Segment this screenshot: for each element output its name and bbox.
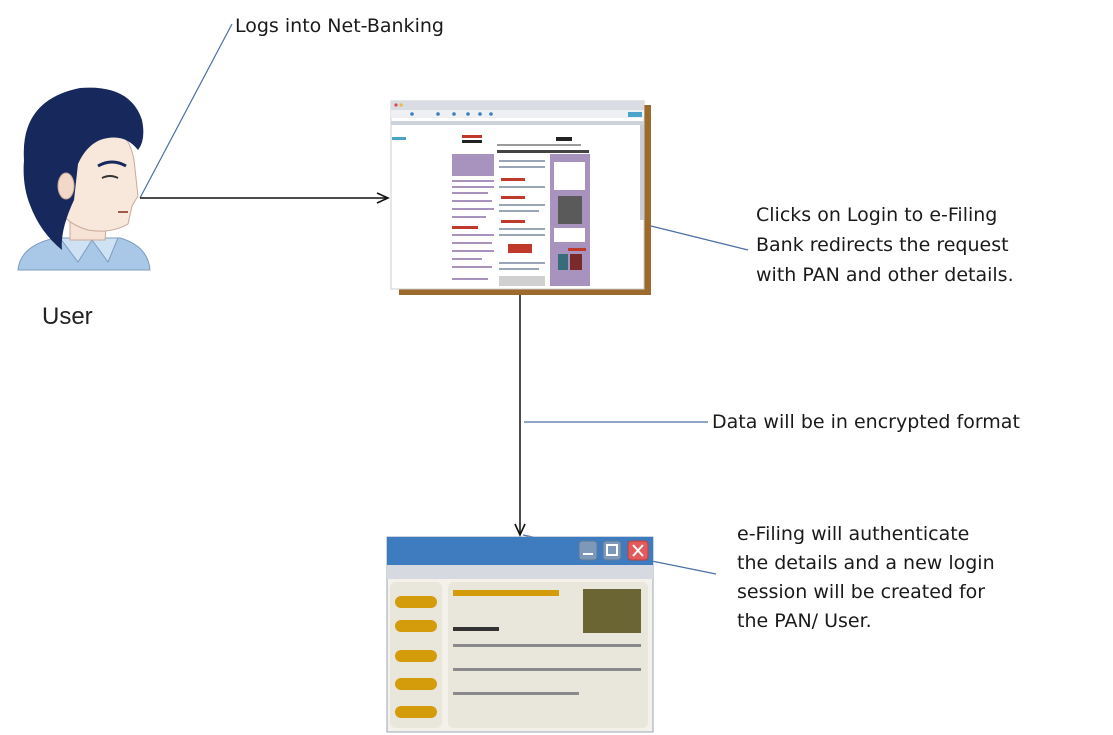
login-connector-line	[139, 23, 233, 199]
redirect-annotation: Clicks on Login to e-Filing Bank redirec…	[756, 202, 1014, 286]
user-label: User	[42, 303, 93, 330]
authenticate-annotation-line: session will be created for	[737, 581, 986, 603]
redirect-annotation-line: with PAN and other details.	[756, 264, 1014, 286]
efiling-window-thumbnail	[386, 536, 654, 733]
redirect-annotation-line: Bank redirects the request	[756, 234, 1009, 256]
minimize-icon	[578, 540, 598, 561]
login-annotation: Logs into Net-Banking	[235, 15, 444, 37]
maximize-icon	[602, 540, 622, 561]
authenticate-annotation-line: e-Filing will authenticate	[737, 523, 970, 545]
redirect-connector-line	[650, 225, 749, 251]
authenticate-annotation: e-Filing will authenticate the details a…	[737, 521, 995, 632]
authenticate-annotation-line: the details and a new login	[737, 552, 995, 574]
user-avatar-icon	[17, 87, 151, 271]
close-icon	[627, 540, 649, 561]
redirect-annotation-line: Clicks on Login to e-Filing	[756, 204, 998, 226]
encrypted-annotation: Data will be in encrypted format	[712, 411, 1020, 433]
authenticate-annotation-line: the PAN/ User.	[737, 610, 872, 632]
netbanking-webpage-thumbnail	[390, 100, 651, 295]
